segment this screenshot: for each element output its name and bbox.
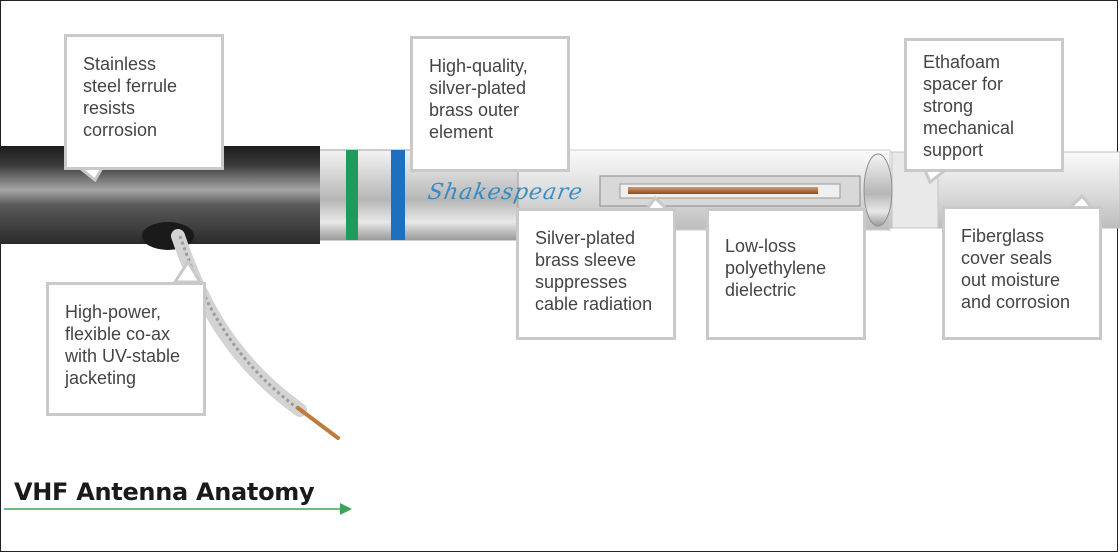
callout-ferrule-text: Stainless steel ferrule resists corrosio…	[83, 54, 178, 140]
callout-fiberglass: Fiberglass cover seals out moisture and …	[942, 206, 1102, 340]
callout-coax-text: High-power, flexible co-ax with UV-stabl…	[65, 302, 181, 388]
copper-conductor	[628, 187, 818, 194]
title-arrow-head	[340, 503, 352, 515]
brand-logo: Shakespeare	[425, 180, 585, 205]
callout-coax: High-power, flexible co-ax with UV-stabl…	[46, 282, 206, 416]
callout-dielectric-text: Low-loss polyethylene dielectric	[725, 236, 827, 300]
coax-braid	[178, 235, 301, 412]
callout-spacer-text: Ethafoam spacer for strong mechanical su…	[923, 52, 1015, 160]
spacer-ring	[863, 153, 893, 227]
green-band	[346, 150, 358, 240]
callout-sleeve: Silver-plated brass sleeve suppresses ca…	[516, 208, 676, 340]
callout-sleeve-text: Silver-plated brass sleeve suppresses ca…	[535, 228, 653, 314]
coax-center-wire	[296, 406, 340, 440]
callout-spacer: Ethafoam spacer for strong mechanical su…	[904, 38, 1064, 172]
callout-outer-element-text: High-quality, silver-plated brass outer …	[429, 56, 528, 142]
callout-ferrule: Stainless steel ferrule resists corrosio…	[64, 34, 224, 170]
callout-fiberglass-text: Fiberglass cover seals out moisture and …	[961, 226, 1071, 312]
blue-band	[391, 150, 405, 240]
diagram-title: VHF Antenna Anatomy	[14, 478, 315, 506]
callout-dielectric: Low-loss polyethylene dielectric	[706, 208, 866, 340]
coax-cable	[171, 229, 307, 417]
callout-outer-element: High-quality, silver-plated brass outer …	[410, 36, 570, 172]
